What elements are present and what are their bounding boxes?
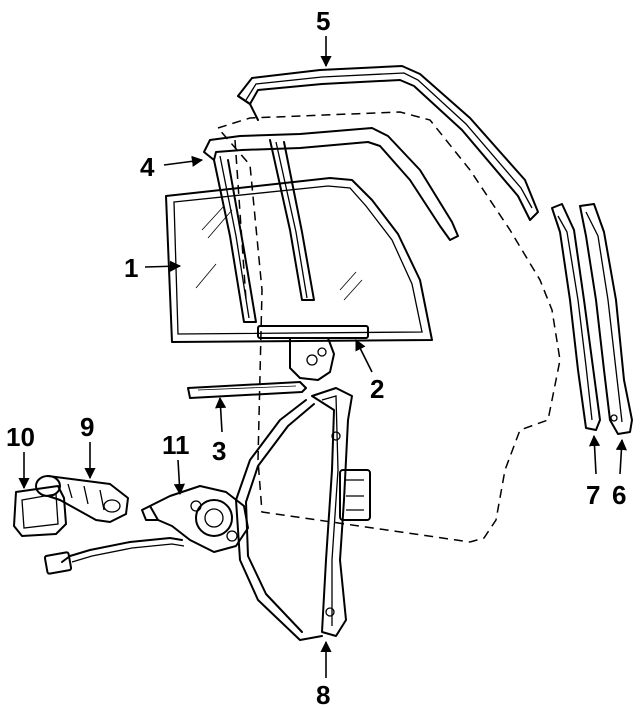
leader-lines: [18, 36, 627, 678]
belt-weatherstrip: [187, 381, 307, 399]
handle-escutcheon: [13, 485, 67, 537]
callout-11: 11: [162, 430, 190, 460]
callout-2: 2: [370, 374, 384, 404]
outer-channel-strip: [579, 203, 633, 435]
door-glass: [165, 177, 433, 343]
callout-7: 7: [586, 480, 600, 510]
callout-3: 3: [212, 436, 226, 466]
division-channel-strip: [551, 203, 601, 431]
callout-9: 9: [80, 412, 94, 442]
window-crank-handle: [35, 475, 129, 523]
regulator-motor: [141, 485, 249, 553]
callout-5: 5: [316, 6, 330, 36]
glass-channel-bracket: [257, 325, 369, 381]
callout-6: 6: [612, 480, 626, 510]
callout-10: 10: [6, 422, 35, 452]
callout-1: 1: [124, 253, 138, 283]
callout-4: 4: [140, 152, 155, 182]
wiring-harness: [43, 537, 185, 575]
callout-labels: 5 4 1 2 3 10 9 11 7 6 8: [6, 6, 626, 709]
callout-8: 8: [316, 680, 330, 709]
outer-run-channel: [237, 65, 539, 221]
door-panel-outline: [216, 111, 561, 543]
window-regulator: [235, 387, 371, 641]
glass-run-channel: [203, 127, 459, 323]
